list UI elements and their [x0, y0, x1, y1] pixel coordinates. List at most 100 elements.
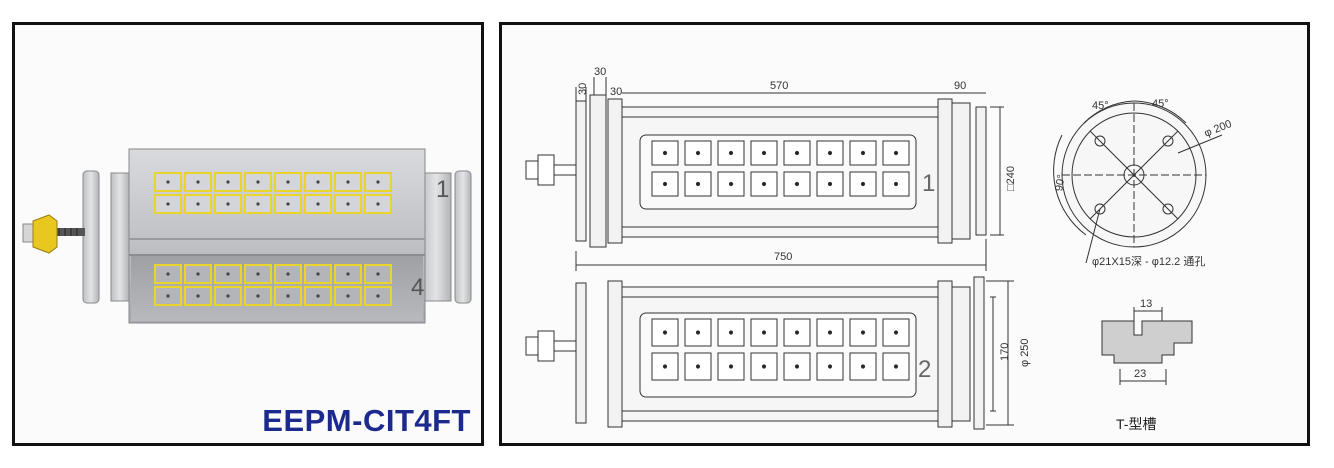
led-dot [286, 294, 290, 298]
face-number-4: 4 [411, 274, 424, 301]
led-dot [860, 330, 866, 335]
led-dot [166, 202, 170, 206]
led-dot [794, 364, 800, 369]
led-dot [662, 330, 668, 335]
right-end-plate [454, 170, 472, 304]
led-dot [827, 364, 833, 369]
left-cap [110, 172, 130, 302]
led-dot [695, 330, 701, 335]
drawing-led-grid-2 [651, 318, 910, 381]
led-dot [662, 150, 668, 156]
led-dot [196, 294, 200, 298]
led-cell [717, 318, 745, 347]
led-dot [695, 364, 701, 369]
led-dot [166, 294, 170, 298]
right-cap [420, 172, 452, 302]
led-dot [376, 294, 380, 298]
led-dot [827, 181, 833, 187]
led-array-face-1 [154, 172, 392, 214]
dim-height-170: 170 [999, 343, 1011, 361]
technical-drawing-panel: 30 30 30 570 90 750 □240 φ 200 45° 45° 9… [499, 22, 1310, 446]
led-dot [376, 272, 380, 276]
drawing-face-number-2: 2 [918, 356, 931, 383]
led-dot [662, 364, 668, 369]
led-dot [695, 150, 701, 156]
dim-square: □240 [1005, 166, 1017, 191]
led-dot [827, 330, 833, 335]
front-view-bottom [525, 276, 985, 430]
led-dot [728, 150, 734, 156]
led-dot [761, 181, 767, 187]
led-dot [226, 202, 230, 206]
product-render: 1 4 [22, 148, 472, 324]
led-dot [286, 180, 290, 184]
led-dot [286, 202, 290, 206]
led-dot [827, 150, 833, 156]
led-dot [196, 180, 200, 184]
led-dot [166, 272, 170, 276]
led-dot [860, 150, 866, 156]
led-dot [346, 202, 350, 206]
led-dot [761, 150, 767, 156]
led-dot [761, 364, 767, 369]
led-dot [226, 180, 230, 184]
led-dot [286, 272, 290, 276]
led-dot [728, 181, 734, 187]
led-dot [256, 294, 260, 298]
led-dot [794, 181, 800, 187]
face-number-1: 1 [436, 176, 449, 203]
led-cell [882, 352, 910, 381]
dim-angle-right: 45° [1152, 98, 1169, 110]
left-end-plate [82, 170, 100, 304]
led-array-face-4 [154, 264, 392, 306]
led-dot [376, 180, 380, 184]
dim-cap-length: 90 [954, 80, 966, 92]
led-dot [346, 294, 350, 298]
dim-hole-note: φ21X15深 - φ12.2 通孔 [1092, 255, 1205, 268]
dim-body-length: 570 [770, 80, 788, 92]
end-view [1053, 100, 1223, 264]
led-dot [346, 272, 350, 276]
led-dot [316, 180, 320, 184]
led-dot [893, 364, 899, 369]
dim-angle-left: 45° [1092, 100, 1109, 112]
led-dot [728, 330, 734, 335]
led-dot [256, 202, 260, 206]
yellow-nut [32, 214, 58, 254]
dim-slot-bottom: 23 [1134, 368, 1146, 380]
led-dot [893, 181, 899, 187]
technical-drawing: 30 30 30 570 90 750 □240 φ 200 45° 45° 9… [525, 66, 1234, 432]
front-view-top [525, 94, 987, 248]
led-dot [166, 180, 170, 184]
product-render-panel: 1 4 EEPM-CIT4FT [12, 22, 484, 446]
led-dot [893, 330, 899, 335]
dim-total-length: 750 [774, 251, 792, 263]
led-dot [761, 330, 767, 335]
led-dot [376, 202, 380, 206]
model-name: EEPM-CIT4FT [262, 403, 471, 438]
led-dot [196, 202, 200, 206]
dim-diameter-250: φ 250 [1019, 338, 1031, 367]
slot-caption: T-型槽 [1116, 416, 1156, 432]
dim-end-a: 30 [577, 83, 589, 95]
led-dot [695, 181, 701, 187]
led-dot [316, 272, 320, 276]
led-dot [893, 150, 899, 156]
led-dot [316, 202, 320, 206]
led-dot [860, 364, 866, 369]
drawing-face-number-1: 1 [922, 170, 935, 197]
led-dot [316, 294, 320, 298]
led-dot [860, 181, 866, 187]
led-dot [226, 294, 230, 298]
led-dot [256, 180, 260, 184]
led-dot [346, 180, 350, 184]
led-dot [794, 330, 800, 335]
led-dot [728, 364, 734, 369]
drawing-led-grid-1 [651, 140, 910, 197]
led-dot [794, 150, 800, 156]
led-dot [196, 272, 200, 276]
t-slot-profile [1101, 307, 1193, 385]
dim-slot-top: 13 [1140, 298, 1152, 310]
led-dot [662, 181, 668, 187]
led-dot [226, 272, 230, 276]
